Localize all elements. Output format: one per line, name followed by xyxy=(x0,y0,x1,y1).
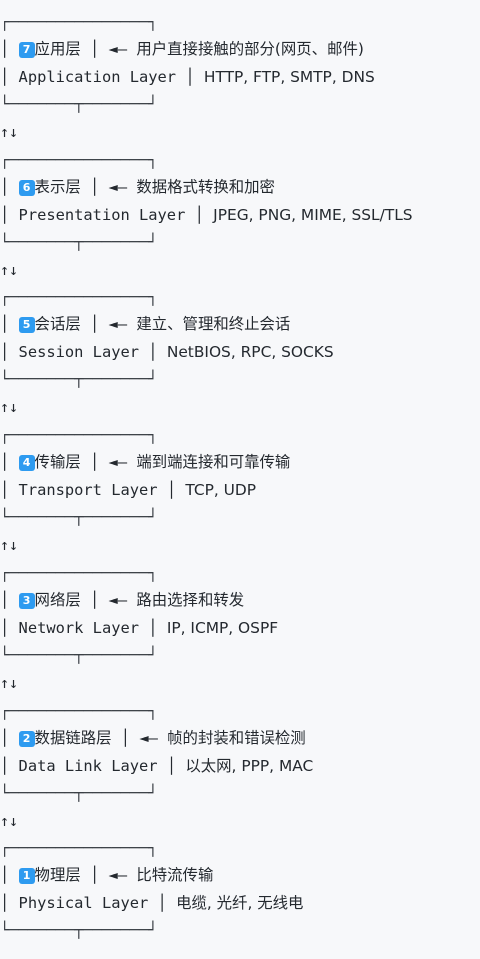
layer-detail-row: │ Transport Layer │ TCP, UDP xyxy=(0,481,257,500)
layer-name-en: Physical Layer xyxy=(18,894,149,913)
layer-number-badge: 4 xyxy=(18,455,35,472)
left-arrow-icon: ◄— xyxy=(108,590,128,609)
layer-detail-row: │ Session Layer │ NetBIOS, RPC, SOCKS xyxy=(0,343,334,362)
box-bottom-border: └───────┬───────┘ xyxy=(0,232,158,251)
layer-protocols: NetBIOS, RPC, SOCKS xyxy=(166,343,334,362)
updown-arrow-icon: ↑↓ xyxy=(0,673,19,692)
layer-name-en: Session Layer xyxy=(18,343,140,362)
layer-number-badge: 1 xyxy=(18,868,35,885)
box-bottom-border: └───────┬───────┘ xyxy=(0,370,158,389)
left-arrow-icon: ◄— xyxy=(108,40,128,58)
layer-name-en: Application Layer xyxy=(18,68,177,86)
box-bottom-border: └───────┬───────┘ xyxy=(0,783,158,802)
layer-number-badge: 2 xyxy=(18,730,35,747)
layer-number-badge: 7 xyxy=(18,42,35,58)
updown-arrow-icon: ↑↓ xyxy=(0,260,19,279)
updown-arrow-icon: ↑↓ xyxy=(0,536,19,555)
layer-detail-row: │ Physical Layer │ 电缆, 光纤, 无线电 xyxy=(0,894,304,913)
layer-name-en: Transport Layer xyxy=(18,481,158,500)
box-top-border: ┌───────────────┐ xyxy=(0,563,158,582)
box-top-border: ┌───────────────┐ xyxy=(0,426,158,445)
layer-name-en: Network Layer xyxy=(18,618,140,637)
box-top-border: ┌───────────────┐ xyxy=(0,839,158,858)
layer-description: 比特流传输 xyxy=(136,866,214,885)
updown-arrow-icon: ↑↓ xyxy=(0,398,19,417)
layer-name-cn: 数据链路层 xyxy=(34,728,112,747)
left-arrow-icon: ◄— xyxy=(108,453,128,472)
layer-description: 用户直接接触的部分(网页、邮件) xyxy=(136,40,364,58)
layer-number-badge: 6 xyxy=(18,179,35,196)
layer-detail-row: │ Application Layer │ HTTP, FTP, SMTP, D… xyxy=(0,68,375,86)
updown-arrow-icon: ↑↓ xyxy=(0,123,19,141)
layer-name-cn: 应用层 xyxy=(34,40,81,58)
box-bottom-border: └───────┬───────┘ xyxy=(0,508,158,527)
layer-detail-row: │ Presentation Layer │ JPEG, PNG, MIME, … xyxy=(0,205,413,224)
layer-protocols: HTTP, FTP, SMTP, DNS xyxy=(203,68,375,86)
box-bottom-border: └───────┬───────┘ xyxy=(0,921,158,940)
box-bottom-border: └───────┬───────┘ xyxy=(0,645,158,664)
layer-detail-row: │ Data Link Layer │ 以太网, PPP, MAC xyxy=(0,756,314,775)
layer-detail-row: │ Network Layer │ IP, ICMP, OSPF xyxy=(0,618,279,637)
layer-protocols: TCP, UDP xyxy=(185,481,257,500)
layer-number-badge: 3 xyxy=(18,592,35,609)
layer-name-en: Presentation Layer xyxy=(18,205,186,224)
layer-name-cn: 物理层 xyxy=(34,866,81,885)
layer-protocols: JPEG, PNG, MIME, SSL/TLS xyxy=(213,205,413,224)
box-top-border: ┌───────────────┐ xyxy=(0,701,158,720)
left-arrow-icon: ◄— xyxy=(139,728,158,747)
layer-protocols: 以太网, PPP, MAC xyxy=(185,756,314,775)
left-arrow-icon: ◄— xyxy=(108,177,128,196)
layer-description: 数据格式转换和加密 xyxy=(136,177,275,196)
box-bottom-border: └───────┬───────┘ xyxy=(0,95,158,113)
layer-description: 端到端连接和可靠传输 xyxy=(136,453,291,472)
layer-protocols: IP, ICMP, OSPF xyxy=(166,618,279,637)
left-arrow-icon: ◄— xyxy=(108,866,128,885)
layer-name-cn: 会话层 xyxy=(34,315,81,334)
layer-name-cn: 网络层 xyxy=(34,590,81,609)
layer-description: 帧的封装和错误检测 xyxy=(167,728,306,747)
layer-name-en: Data Link Layer xyxy=(18,756,158,775)
left-arrow-icon: ◄— xyxy=(108,315,128,334)
layer-description: 建立、管理和终止会话 xyxy=(136,315,291,334)
box-top-border: ┌───────────────┐ xyxy=(0,13,158,31)
layer-description: 路由选择和转发 xyxy=(136,590,245,609)
updown-arrow-icon: ↑↓ xyxy=(0,811,19,830)
box-top-border: ┌───────────────┐ xyxy=(0,288,158,307)
layer-number-badge: 5 xyxy=(18,317,35,334)
box-top-border: ┌───────────────┐ xyxy=(0,150,158,169)
layer-name-cn: 表示层 xyxy=(34,177,81,196)
layer-protocols: 电缆, 光纤, 无线电 xyxy=(176,894,304,913)
layer-name-cn: 传输层 xyxy=(34,453,81,472)
